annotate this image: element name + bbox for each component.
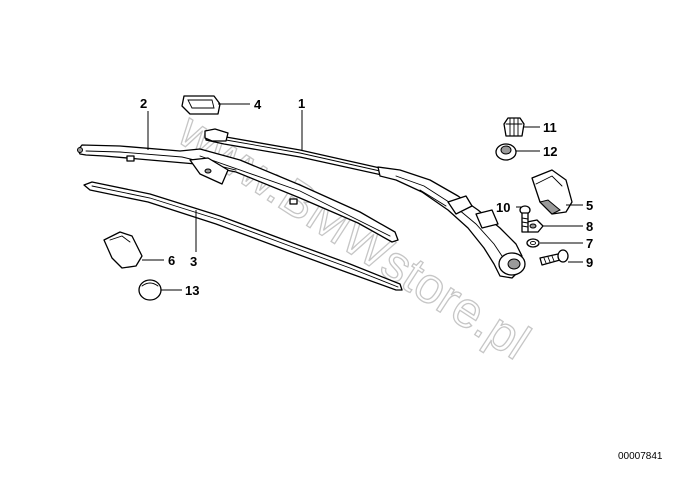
callout-12: 12 <box>543 144 557 159</box>
bushing-part <box>495 143 517 161</box>
callout-7: 7 <box>586 236 593 251</box>
callout-6: 6 <box>168 253 175 268</box>
clip-part <box>181 95 221 115</box>
callout-11: 11 <box>543 120 557 135</box>
cap-part <box>531 169 573 215</box>
callout-9: 9 <box>586 255 593 270</box>
bolt-part <box>539 249 569 266</box>
callout-2: 2 <box>140 96 147 111</box>
callouts: 1 2 3 4 5 6 7 8 9 10 11 12 13 <box>140 96 593 298</box>
leader-lines <box>142 103 583 291</box>
grommet-part <box>503 117 525 137</box>
callout-13: 13 <box>185 283 199 298</box>
washer-part <box>526 238 540 248</box>
callout-10: 10 <box>496 200 510 215</box>
screw-part <box>519 205 531 233</box>
end-cap-part <box>103 231 143 269</box>
callout-4: 4 <box>254 97 262 112</box>
wiper-arm <box>204 128 526 279</box>
wiper-blade-frame <box>77 144 399 243</box>
callout-3: 3 <box>190 254 197 269</box>
callout-5: 5 <box>586 198 593 213</box>
document-number: 00007841 <box>618 451 663 462</box>
callout-1: 1 <box>298 96 305 111</box>
wiper-rubber <box>83 181 403 291</box>
round-cap-part <box>138 279 162 301</box>
callout-8: 8 <box>586 219 593 234</box>
